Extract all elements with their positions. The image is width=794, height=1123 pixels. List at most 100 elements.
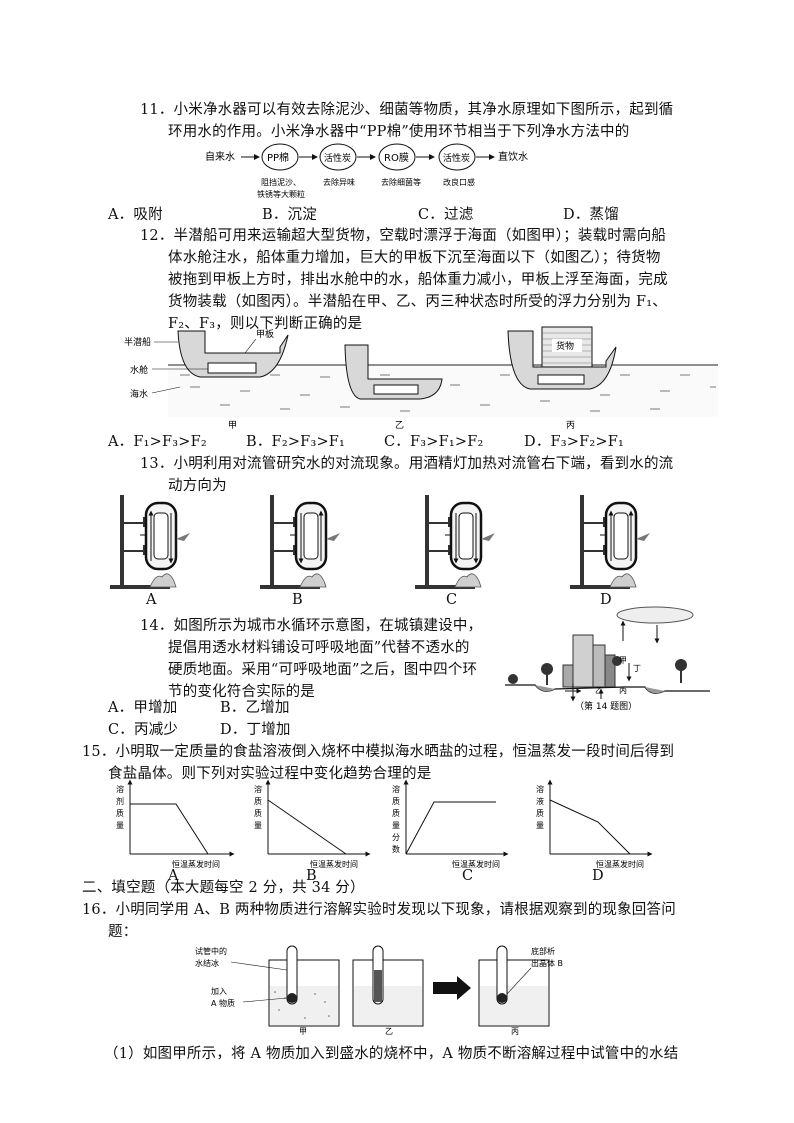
q16-bottom-label2: 出晶体 B	[531, 958, 563, 968]
svg-text:液: 液	[536, 796, 544, 806]
q14-option-a: A．甲增加	[108, 700, 178, 716]
q16-bottom-label: 底部析	[531, 946, 555, 956]
svg-text:质: 质	[254, 796, 262, 806]
ship-label: 半潜船	[124, 336, 151, 348]
q16-figure: 试管中的 水结冰 加入 A 物质 底部析 出晶体 B 甲 乙 丙	[195, 945, 563, 1036]
q12-option-a: A．F₁>F₃>F₂	[108, 434, 207, 450]
svg-text:分: 分	[392, 833, 400, 842]
flow-s1: PP棉	[267, 151, 289, 164]
svg-text:溶: 溶	[254, 784, 262, 794]
q11-line1: 11．小米净水器可以有效去除泥沙、细菌等物质，其净水原理如下图所示，起到循	[140, 102, 674, 118]
q14-line3: 硬质地面。采用“可呼吸地面”之后，图中四个环	[168, 662, 478, 678]
q14-fig-bing: 丙	[619, 686, 627, 695]
flow-n2: 去除异味	[323, 177, 355, 187]
q14-fig-ding: 丁	[633, 664, 641, 673]
q12-line2: 体水舱注水，船体重力增加，巨大的甲板下沉至海面以下（如图乙）；待货物	[168, 250, 661, 266]
q16-fig-jia: 甲	[299, 1027, 307, 1036]
q11-option-c: C．过滤	[418, 207, 474, 223]
q15-label-a: A	[168, 868, 179, 884]
svg-text:质: 质	[536, 808, 544, 818]
svg-text:质: 质	[116, 808, 124, 818]
q13-label-a: A	[146, 592, 157, 608]
q16-tube-label: 试管中的	[195, 946, 227, 956]
fig-jia: 甲	[228, 420, 237, 431]
svg-text:剂: 剂	[116, 796, 124, 806]
q16-add-label: 加入	[211, 986, 227, 996]
flow-n3: 去除细菌等	[381, 177, 421, 187]
q15-xd: 恒温蒸发时间	[596, 859, 644, 869]
flow-n1b: 铁锈等大颗粒	[257, 189, 305, 199]
q13-line1: 13．小明利用对流管研究水的对流现象。用酒精灯加热对流管右下端，看到水的流	[140, 456, 674, 472]
flow-s3: RO膜	[384, 152, 409, 164]
svg-text:质: 质	[392, 796, 400, 806]
q11-option-b: B．沉淀	[262, 207, 317, 223]
q15-label-d: D	[592, 868, 604, 884]
q14-fig-jia: 甲	[619, 656, 627, 665]
q11-line2: 环用水的作用。小米净水器中“PP棉”使用环节相当于下列净水方法中的	[168, 124, 630, 140]
q12-line1: 12．半潜船可用来运输超大型货物，空载时漂浮于海面（如图甲）；装载时需向船	[140, 228, 667, 244]
q12-option-c: C．F₃>F₁>F₂	[384, 434, 484, 450]
svg-text:量: 量	[536, 821, 544, 830]
tank-label: 水舱	[130, 364, 148, 376]
q15-label-c: C	[462, 868, 474, 884]
svg-text:溶: 溶	[536, 784, 544, 794]
q14-line2: 提倡用透水材料铺设可呼吸地面”代替不透水的	[168, 640, 470, 656]
q14-water-cycle-figure: 甲 丁 乙 丙 （第 14 题图）	[505, 606, 710, 712]
q14-line4: 节的变化符合实际的是	[168, 684, 315, 700]
flow-n4: 改良口感	[443, 177, 475, 187]
q14-option-b: B．乙增加	[220, 700, 290, 716]
q12-option-b: B．F₂>F₃>F₁	[246, 434, 346, 450]
q16-add-label2: A 物质	[211, 998, 235, 1008]
q15-label-b: B	[306, 868, 317, 884]
q12-line3: 被拖到甲板上方时，排出水舱中的水，船体重力减小，甲板上浮至海面，完成	[168, 272, 668, 288]
fig-bing: 丙	[566, 420, 575, 431]
flow-sink: 直饮水	[498, 150, 528, 163]
cargo-label: 货物	[556, 340, 574, 352]
q11-flow-diagram: 自来水 PP棉 活性炭 RO膜 活性炭 直饮水 阻挡泥沙、 铁锈等大颗粒 去除异…	[205, 143, 528, 199]
q14-fig-yi: 乙	[595, 686, 603, 695]
q16-fig-bing: 丙	[511, 1027, 519, 1036]
q13-line2: 动方向为	[168, 478, 227, 494]
q16-fig-yi: 乙	[385, 1027, 393, 1036]
svg-text:质: 质	[254, 808, 262, 818]
q14-option-c: C．丙减少	[108, 722, 179, 738]
svg-text:量: 量	[116, 821, 124, 830]
flow-n1a: 阻挡泥沙、	[261, 177, 301, 187]
deck-label: 甲板	[256, 328, 274, 340]
q15-line2: 食盐晶体。则下列对实验过程中变化趋势合理的是	[108, 766, 432, 782]
flow-s4: 活性炭	[443, 152, 470, 164]
svg-text:质: 质	[392, 808, 400, 818]
svg-text:数: 数	[392, 844, 400, 854]
q15-xa: 恒温蒸发时间	[172, 859, 220, 869]
q14-caption: （第 14 题图）	[575, 700, 637, 712]
fig-yi: 乙	[395, 420, 404, 431]
q15-graphs: 溶 剂 质 量 恒温蒸发时间 溶 质 质 量 恒温蒸发时间 溶 质 质 量 分 …	[116, 779, 653, 869]
q13-label-c: C	[446, 592, 458, 608]
q16-tube-label2: 水结冰	[195, 958, 219, 968]
svg-text:溶: 溶	[392, 784, 400, 794]
q15-xb: 恒温蒸发时间	[310, 859, 358, 869]
q16-line2: 题：	[108, 924, 138, 940]
flow-source: 自来水	[205, 150, 235, 163]
q14-option-d: D．丁增加	[220, 722, 291, 738]
q12-line4: 货物装载（如图丙）。半潜船在甲、乙、丙三种状态时所受的浮力分别为 F₁、	[168, 294, 667, 310]
q12-ship-figure: 货物 半潜船 甲板 水舱 海水 甲 乙 丙	[124, 326, 718, 431]
q13-convection-figure	[110, 495, 652, 591]
q13-label-d: D	[600, 592, 612, 608]
q11-option-a: A．吸附	[108, 207, 163, 223]
q13-label-b: B	[292, 592, 303, 608]
q12-line5: F₂、F₃，则以下判断正确的是	[168, 316, 363, 332]
q14-line1: 14．如图所示为城市水循环示意图，在城镇建设中，	[140, 618, 483, 634]
flow-s2: 活性炭	[324, 152, 351, 164]
q15-ya-1: 溶	[116, 784, 124, 794]
section-2-title: 二、填空题（本大题每空 2 分，共 34 分）	[82, 880, 365, 896]
q15-xc: 恒温蒸发时间	[452, 859, 500, 869]
svg-text:量: 量	[254, 821, 262, 830]
q16-sub1: （1）如图甲所示，将 A 物质加入到盛水的烧杯中，A 物质不断溶解过程中试管中的…	[104, 1046, 679, 1062]
q11-option-d: D．蒸馏	[563, 207, 619, 223]
svg-text:量: 量	[392, 821, 400, 830]
q12-option-d: D．F₃>F₂>F₁	[524, 434, 625, 450]
q15-line1: 15．小明取一定质量的食盐溶液倒入烧杯中模拟海水晒盐的过程，恒温蒸发一段时间后得…	[82, 744, 675, 760]
q16-line1: 16．小明同学用 A、B 两种物质进行溶解实验时发现以下现象，请根据观察到的现象…	[82, 902, 676, 918]
sea-label: 海水	[130, 388, 148, 400]
